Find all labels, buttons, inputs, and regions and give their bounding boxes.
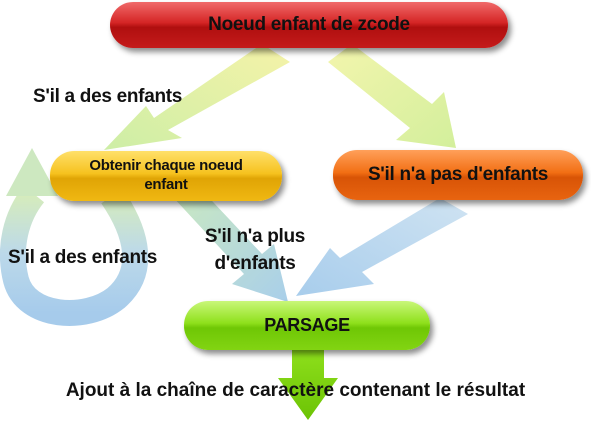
- label-has-children-loop: S'il a des enfants: [8, 247, 158, 268]
- arrow-root-to-get-children: [104, 44, 290, 150]
- label-no-more-children: S'il n'a plus d'enfants: [204, 226, 306, 274]
- arrow-get-children-to-parsing: [172, 186, 288, 302]
- label-has-children-top: S'il a des enfants: [33, 86, 183, 107]
- node-get-each-child: Obtenir chaque noeud enfant: [50, 151, 282, 201]
- arrow-root-to-no-children: [328, 44, 456, 148]
- arrow-loop-has-children: [0, 148, 149, 326]
- node-zcode-child-label: Noeud enfant de zcode: [208, 14, 410, 36]
- node-parsing-label: PARSAGE: [264, 315, 350, 336]
- node-no-children-label: S'il n'a pas d'enfants: [367, 164, 549, 186]
- result-caption: Ajout à la chaîne de caractère contenant…: [65, 380, 526, 401]
- node-zcode-child: Noeud enfant de zcode: [110, 2, 508, 48]
- node-get-each-child-label: Obtenir chaque noeud enfant: [89, 157, 243, 193]
- node-parsing: PARSAGE: [184, 301, 430, 350]
- arrow-no-children-to-parsing: [296, 198, 468, 296]
- node-no-children: S'il n'a pas d'enfants: [333, 150, 583, 200]
- arrow-parsing-to-result: [278, 348, 338, 420]
